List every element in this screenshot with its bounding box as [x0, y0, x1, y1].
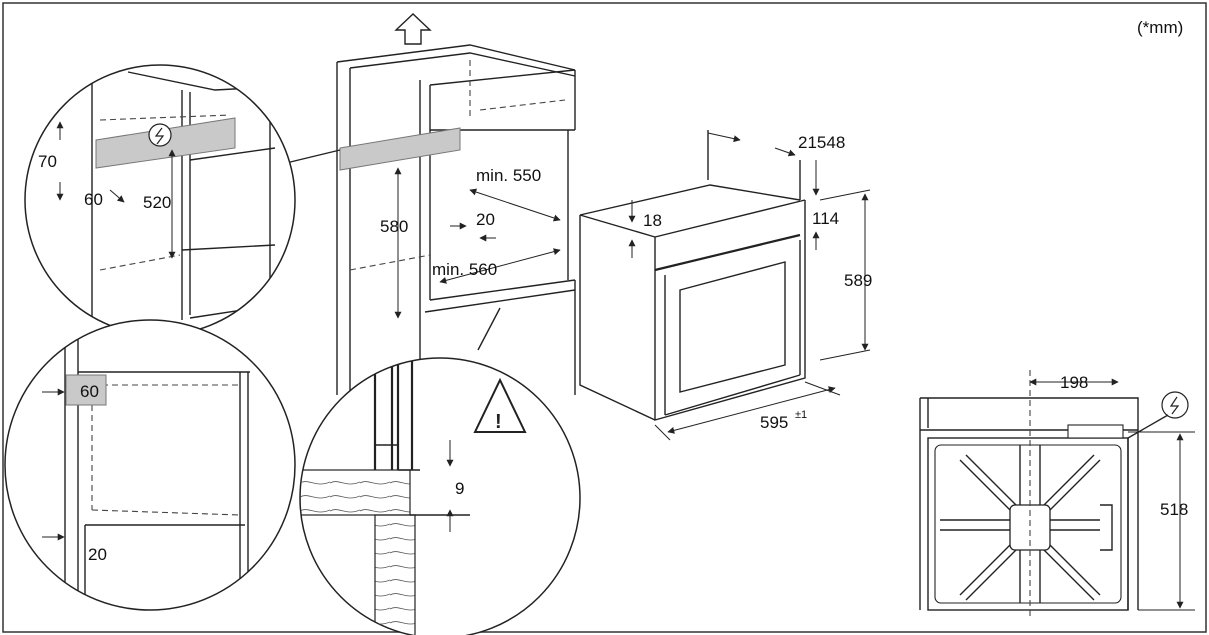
dim-595: 595: [760, 413, 788, 432]
power-plug-icon: [148, 123, 172, 147]
dim-60-top: 60: [84, 190, 103, 209]
dim-21548: 21548: [798, 133, 845, 152]
dim-min550: min. 550: [476, 166, 541, 185]
svg-text:!: !: [495, 411, 502, 433]
dim-589: 589: [844, 271, 872, 290]
dim-580: 580: [380, 217, 408, 236]
dim-20-bottom: 20: [88, 545, 107, 564]
dim-518: 518: [1160, 500, 1188, 519]
detail-top: 70 60 520: [24, 64, 296, 336]
unit-note: (*mm): [1137, 18, 1183, 37]
warning-icon: [473, 377, 527, 433]
detail-floor: ! 9: [299, 357, 581, 635]
dim-min560: min. 560: [432, 260, 497, 279]
top-view: 198 518: [919, 370, 1195, 620]
dim-18: 18: [643, 211, 662, 230]
dim-20-cabinet: 20: [476, 210, 495, 229]
dim-60-bottom: 60: [80, 382, 99, 401]
detail-bottom: 60 20: [4, 319, 296, 611]
dim-9: 9: [455, 479, 464, 498]
power-plug-icon-topview: [1161, 391, 1189, 419]
dim-114: 114: [812, 209, 839, 228]
dim-70: 70: [38, 152, 57, 171]
dim-520: 520: [143, 193, 171, 212]
cabinet: 580 min. 550 20 min. 560: [281, 13, 576, 395]
up-arrow-icon: [394, 13, 432, 45]
dim-198: 198: [1060, 373, 1088, 392]
dim-595-tolerance: ±1: [795, 409, 807, 421]
oven: 21548 114 18 589 595 ±1: [579, 130, 872, 441]
